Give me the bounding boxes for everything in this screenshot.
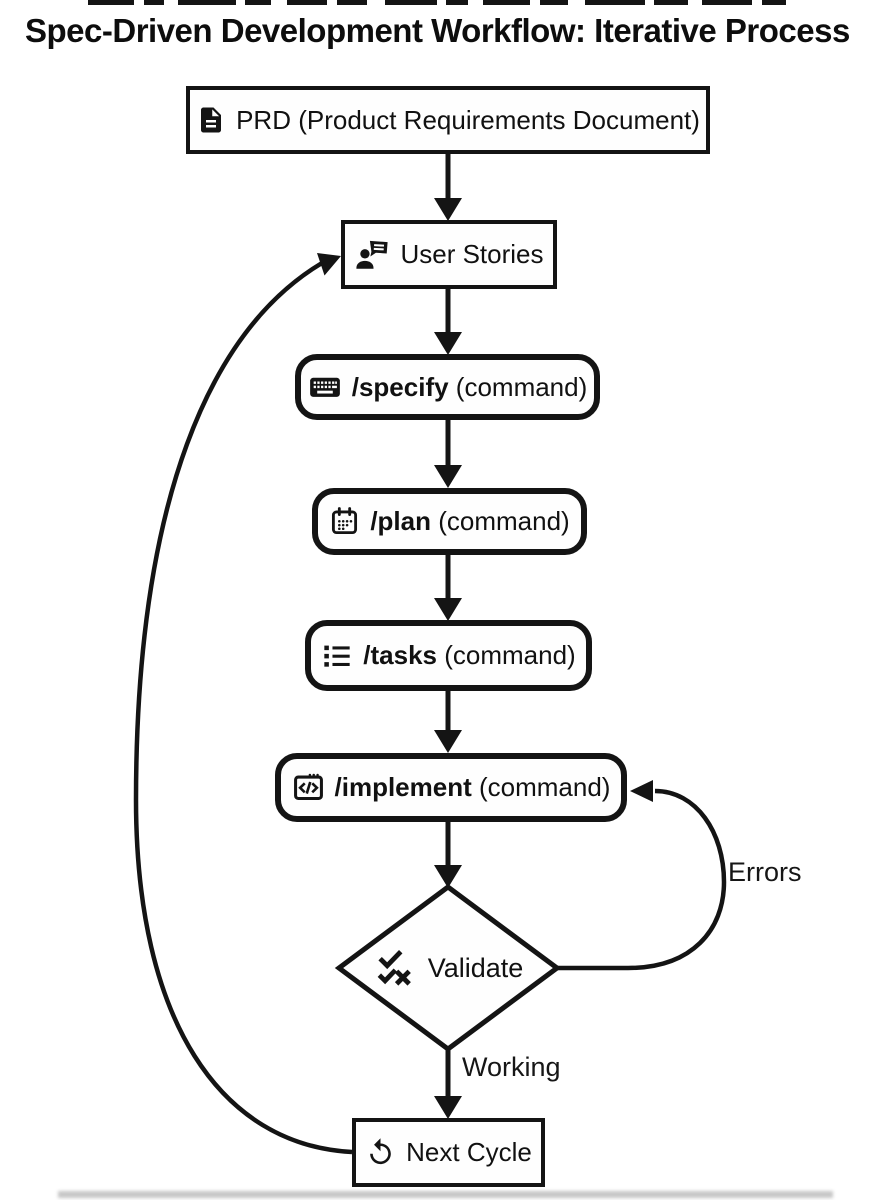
arrowhead: [434, 332, 462, 355]
node-implement[interactable]: /implement (command): [275, 753, 627, 822]
validation-checks-icon: [377, 950, 411, 986]
node-validate-label: Validate: [427, 952, 524, 983]
node-validate[interactable]: Validate: [348, 928, 548, 1008]
loop-validate-implement: [555, 788, 727, 971]
node-next-cycle[interactable]: Next Cycle: [352, 1118, 545, 1187]
edge-label-errors: Errors: [728, 857, 802, 887]
cropped-content-bottom: [58, 1191, 833, 1198]
node-user-stories[interactable]: User Stories: [341, 220, 557, 289]
node-implement-label: /implement (command): [334, 772, 611, 802]
node-plan-label: /plan (command): [370, 506, 570, 536]
node-tasks-label: /tasks (command): [363, 640, 576, 670]
keyboard-icon: [309, 377, 340, 397]
node-prd-label: PRD (Product Requirements Document): [236, 104, 700, 135]
arrowhead: [630, 780, 653, 802]
calendar-icon: [332, 507, 358, 535]
task-list-icon: [324, 645, 350, 667]
validate-diamond-shape[interactable]: [334, 883, 562, 1053]
cropped-content-top: [88, 0, 870, 5]
arrowhead: [317, 253, 341, 276]
arrowhead: [434, 598, 462, 621]
arrowhead: [434, 730, 462, 753]
arrowhead: [434, 198, 462, 221]
node-next-cycle-label: Next Cycle: [406, 1137, 532, 1167]
code-window-icon: [293, 773, 323, 801]
page-title: Spec-Driven Development Workflow: Iterat…: [25, 12, 850, 49]
user-story-icon: [356, 240, 389, 269]
document-icon: [201, 107, 222, 133]
arrowhead: [434, 1096, 462, 1119]
arrowhead: [434, 865, 462, 888]
node-prd[interactable]: PRD (Product Requirements Document): [186, 86, 710, 154]
edge-label-working: Working: [462, 1052, 561, 1082]
node-tasks[interactable]: /tasks (command): [305, 620, 592, 691]
node-user-stories-label: User Stories: [400, 239, 544, 269]
node-plan[interactable]: /plan (command): [312, 488, 587, 555]
repeat-icon: [370, 1138, 391, 1165]
node-specify[interactable]: /specify (command): [295, 354, 600, 420]
arrowhead: [434, 465, 462, 488]
loop-nextcycle-userstories: [133, 261, 353, 1155]
node-specify-label: /specify (command): [351, 371, 588, 402]
